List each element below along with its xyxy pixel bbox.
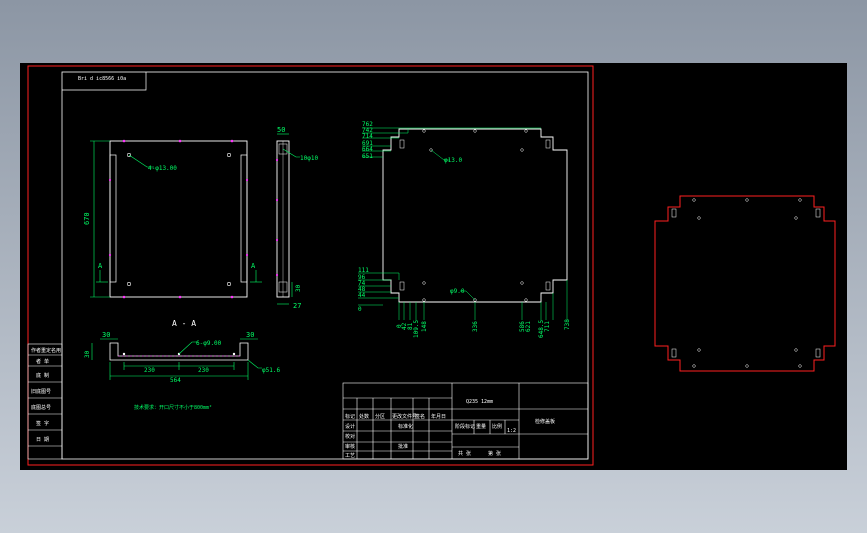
plan-left-dim: 691	[362, 140, 373, 147]
material-label: Q235 12mm	[466, 399, 493, 405]
plan-bottom-dim: 586	[519, 321, 526, 332]
front-slot-left	[109, 154, 117, 283]
front-hole	[227, 281, 232, 286]
plan-left-dim: 714	[362, 133, 373, 140]
section-profile	[109, 342, 249, 361]
left-panel-row: 作者重定名用	[31, 347, 61, 354]
left-panel-row: 日 期	[36, 437, 49, 443]
plan-bottom-dim: 738	[564, 319, 571, 330]
section-title: A - A	[172, 319, 196, 328]
title-block-cell: 处数	[359, 413, 369, 420]
title-block-cell: 更改文件号	[392, 413, 417, 420]
technical-note: 技术要求：开口尺寸不小于800mm²	[134, 404, 212, 411]
left-panel-row: 底图总号	[31, 404, 51, 411]
front-height-dim: 670	[83, 212, 91, 225]
plan-left-bottom-dim: 44	[358, 292, 366, 299]
part-outline	[654, 195, 836, 372]
left-panel-row: 旧底图号	[31, 388, 51, 395]
side-view: 50 10φ10 30 27	[275, 126, 318, 310]
drawing-frame	[61, 71, 589, 460]
section-sub-dim: 230	[144, 367, 155, 374]
left-panel	[27, 343, 63, 460]
plan-bottom-dim: 42	[401, 322, 408, 330]
part-holes	[671, 198, 821, 368]
section-height-dim: 30	[84, 350, 91, 358]
part-outline-view	[654, 195, 836, 372]
drawing-name: 检修盖板	[535, 418, 555, 425]
left-panel-row: 底 制	[36, 372, 49, 379]
section-hole-label: 6-φ9.00	[196, 340, 222, 347]
drawing-sheet	[20, 63, 847, 470]
stage-cell: 阶段标记	[455, 423, 475, 430]
sheet-cell: 第 张	[488, 450, 501, 457]
left-panel-row: 者 单	[36, 358, 49, 365]
title-block-row: 批准	[398, 443, 408, 450]
section-right-dim: 30	[246, 331, 254, 339]
plan-bottom-dim: 81	[407, 322, 414, 330]
front-hole-label: 4-φ13.00	[148, 165, 177, 172]
side-bottom-dim: 30	[295, 284, 302, 292]
plan-hole-label: φ13.0	[444, 157, 462, 164]
title-box: Bri d ic8566 i0a	[62, 72, 147, 91]
plan-left-dim: 742	[362, 127, 373, 134]
plan-inner-label: φ9.0	[450, 288, 465, 295]
plan-view: 762 742 714 691 664 651 φ13.0 111 96 74 …	[358, 121, 571, 338]
front-dimension-lines	[90, 140, 262, 298]
plan-holes	[399, 129, 551, 302]
plan-left-bottom-dim: 0	[358, 306, 362, 313]
plan-left-dim: 651	[362, 153, 373, 160]
plan-left-dim: 762	[362, 121, 373, 128]
front-slot-right	[240, 154, 248, 283]
title-block-cell: 年月日	[431, 413, 446, 420]
title-box-text: Bri d ic8566 i0a	[78, 76, 126, 82]
scale-value: 1:2	[507, 428, 516, 434]
title-block-row: 审核	[345, 443, 355, 450]
plan-left-dim: 664	[362, 146, 373, 153]
side-hole-markers	[275, 158, 279, 277]
title-block-row: 设计	[345, 423, 355, 430]
section-sub-dim: 230	[198, 367, 209, 374]
sheet-border	[27, 65, 594, 466]
stage-cell: 重量	[476, 423, 486, 430]
front-hole-markers	[108, 139, 249, 299]
plan-bottom-dim: 648.5	[538, 320, 545, 338]
title-block	[342, 382, 589, 460]
section-left-dim: 30	[102, 331, 110, 339]
plan-left-bottom-dim: 111	[358, 267, 369, 274]
title-block-row: 工艺	[345, 453, 355, 459]
plan-left-bottom-dim: 96	[358, 274, 366, 281]
plan-left-bottom-dim: 74	[358, 280, 366, 287]
left-panel-row: 签 字	[36, 420, 49, 427]
side-top-dim: 50	[277, 126, 285, 134]
plan-bottom-dim: 621	[525, 321, 532, 332]
front-section-mark: A	[251, 262, 256, 270]
front-view: 670 4-φ13.00 A A	[83, 139, 262, 299]
section-view: A - A 30 30 6-φ9.00 30 230 230 564 φ51.6…	[84, 319, 280, 411]
plan-bottom-dim: 336	[472, 321, 479, 332]
plan-left-bottom-dim: 48	[358, 286, 366, 293]
title-block-row: 校对	[345, 433, 355, 440]
stage-cell: 比例	[492, 423, 502, 430]
title-block-text: 标记 处数 分区 更改文件号 签名 年月日 设计 校对 审核 工艺 标准化 批准…	[345, 399, 555, 459]
title-block-cell: 分区	[375, 413, 385, 420]
left-panel-labels: 作者重定名用 者 单 底 制 旧底图号 底图总号 签 字 日 期	[31, 347, 61, 443]
section-end-label: φ51.6	[262, 367, 280, 374]
title-block-cell: 标记	[345, 413, 355, 420]
front-hole	[227, 153, 232, 158]
title-block-cell: 签名	[415, 413, 425, 420]
side-hole-label: 10φ10	[300, 155, 318, 162]
plan-bottom-dim: 148	[421, 321, 428, 332]
plan-dimension-lines	[358, 127, 568, 320]
front-hole	[127, 153, 132, 158]
plan-bottom-dim: 711	[544, 321, 551, 332]
front-hole	[127, 281, 132, 286]
section-total-dim: 564	[170, 377, 181, 384]
title-block-row: 标准化	[398, 423, 413, 430]
plan-bottom-dim: 0	[396, 324, 403, 328]
plan-bottom-dim: 109.5	[413, 320, 420, 338]
front-section-mark: A	[98, 262, 103, 270]
sheet-cell: 共 张	[458, 450, 471, 457]
side-bottom-dim: 27	[293, 302, 301, 310]
